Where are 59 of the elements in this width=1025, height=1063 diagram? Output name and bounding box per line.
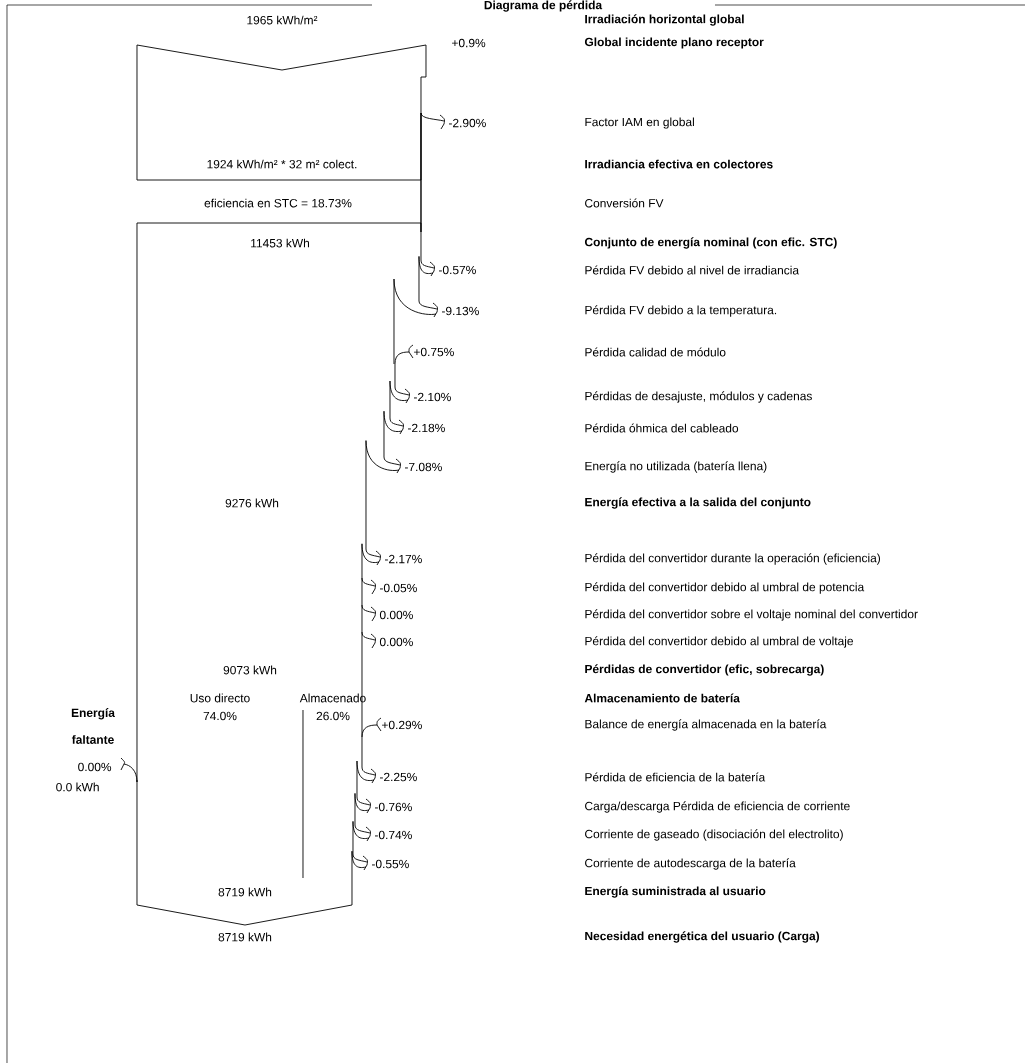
share-label: Uso directo bbox=[190, 693, 250, 703]
loss-percentage: -0.76% bbox=[375, 802, 412, 812]
efficiency-value: eficiencia en STC = 18.73% bbox=[204, 198, 352, 208]
step-heading: Necesidad energética del usuario (Carga) bbox=[585, 931, 820, 943]
energy-value: 11453 kWh bbox=[251, 238, 309, 248]
loss-percentage: -0.74% bbox=[375, 830, 412, 840]
share-percentage: 26.0% bbox=[316, 711, 350, 721]
step-description: Conversión FV bbox=[585, 198, 664, 208]
loss-percentage: -2.10% bbox=[414, 392, 451, 402]
loss-description: Pérdida óhmica del cableado bbox=[585, 423, 739, 433]
loss-description: Pérdida calidad de módulo bbox=[585, 347, 726, 357]
loss-percentage: -2.17% bbox=[385, 554, 422, 564]
share-label: Almacenado bbox=[299, 693, 366, 703]
energy-value: 8719 kWh bbox=[218, 887, 272, 897]
loss-description: Pérdida del convertidor durante la operación (eficiencia) bbox=[585, 553, 880, 565]
step-heading: Energía suministrada al usuario bbox=[585, 886, 766, 898]
energy-value: 1965 kWh/m² bbox=[247, 15, 318, 25]
energy-value: 9276 kWh bbox=[225, 498, 279, 508]
gain-percentage: +0.29% bbox=[382, 720, 422, 730]
loss-description: Carga/descarga Pérdida de eficiencia de corriente bbox=[585, 801, 850, 813]
step-heading: Irradiación horizontal global bbox=[585, 14, 744, 26]
loss-description: Energía no utilizada (batería llena) bbox=[585, 461, 767, 473]
loss-description: Pérdida de eficiencia de la batería bbox=[585, 772, 766, 782]
energy-value: 9073 kWh bbox=[223, 665, 277, 675]
loss-description: Factor IAM en global bbox=[585, 117, 694, 129]
loss-description: Pérdidas de desajuste, módulos y cadenas bbox=[585, 391, 812, 403]
loss-description: Balance de energía almacenada en la batería bbox=[585, 719, 827, 731]
step-heading: Irradiancia efectiva en colectores bbox=[585, 159, 773, 169]
share-percentage: 74.0% bbox=[203, 711, 237, 721]
loss-percentage: -0.57% bbox=[439, 265, 476, 275]
step-heading: Almacenamiento de batería bbox=[584, 693, 740, 703]
loss-percentage: -9.13% bbox=[442, 306, 479, 316]
loss-description: Pérdida FV debido al nivel de irradiancia bbox=[585, 265, 800, 275]
loss-percentage: -7.08% bbox=[405, 462, 442, 472]
loss-percentage: -0.55% bbox=[372, 859, 409, 869]
energy-value: 8719 kWh bbox=[218, 932, 272, 942]
loss-description: Pérdida del convertidor debido al umbral de voltaje bbox=[585, 636, 853, 648]
loss-description: Pérdida del convertidor sobre el voltaje nominal del convertidor bbox=[585, 609, 918, 621]
loss-percentage: -2.90% bbox=[449, 118, 486, 128]
loss-description: Pérdida FV debido a la temperatura. bbox=[585, 305, 777, 317]
loss-description: Pérdida del convertidor debido al umbral de potencia bbox=[585, 582, 865, 594]
missing-percentage: 0.00% bbox=[78, 762, 112, 772]
loss-percentage: -2.18% bbox=[408, 423, 445, 433]
loss-description: Corriente de gaseado (disociación del electrolito) bbox=[585, 829, 843, 841]
loss-percentage: -2.25% bbox=[380, 772, 417, 782]
title: Diagrama de pérdida bbox=[482, 0, 604, 13]
missing-energy-value: 0.0 kWh bbox=[56, 782, 99, 792]
missing-energy-heading: Energía faltante bbox=[71, 708, 115, 744]
energy-value: 1924 kWh/m² * 32 m² colect. bbox=[207, 159, 357, 169]
loss-percentage: 0.00% bbox=[379, 610, 413, 620]
gain-percentage: +0.75% bbox=[414, 347, 454, 357]
step-heading: Conjunto de energía nominal (con efic. STC) bbox=[584, 237, 837, 249]
step-heading: Energía efectiva a la salida del conjunto bbox=[585, 497, 811, 509]
step-heading: Global incidente plano receptor bbox=[584, 37, 764, 49]
gain-percentage: +0.9% bbox=[452, 38, 486, 48]
loss-description: Corriente de autodescarga de la batería bbox=[585, 858, 796, 870]
loss-percentage: -0.05% bbox=[380, 583, 417, 593]
step-heading: Pérdidas de convertidor (efic, sobrecarga) bbox=[585, 664, 824, 676]
loss-percentage: 0.00% bbox=[379, 637, 413, 647]
